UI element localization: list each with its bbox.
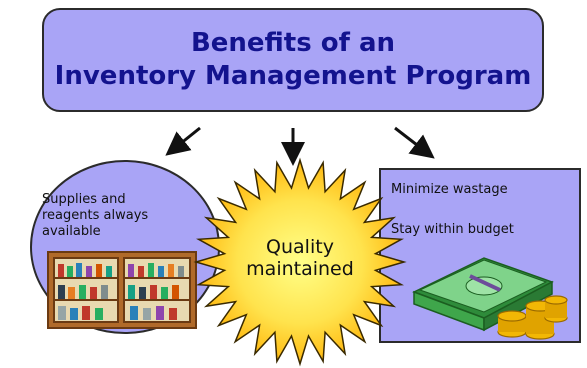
right-item-1: Minimize wastage: [391, 182, 508, 197]
left-text: Supplies and reagents always available: [42, 192, 202, 240]
right-item-2: Stay within budget: [391, 222, 514, 237]
center-label-line-2: maintained: [246, 258, 354, 280]
center-label: Quality maintained: [230, 236, 370, 280]
center-label-line-1: Quality: [266, 236, 334, 258]
arrow-right: [394, 126, 435, 159]
title-line-2: Inventory Management Program: [54, 61, 532, 91]
left-text-line-3: available: [42, 224, 101, 239]
arrow-left: [165, 126, 201, 156]
left-text-line-2: reagents always: [42, 208, 149, 223]
left-text-line-1: Supplies and: [42, 192, 126, 207]
title-box: Benefits of an Inventory Management Prog…: [42, 8, 544, 112]
title-line-1: Benefits of an: [190, 28, 396, 58]
